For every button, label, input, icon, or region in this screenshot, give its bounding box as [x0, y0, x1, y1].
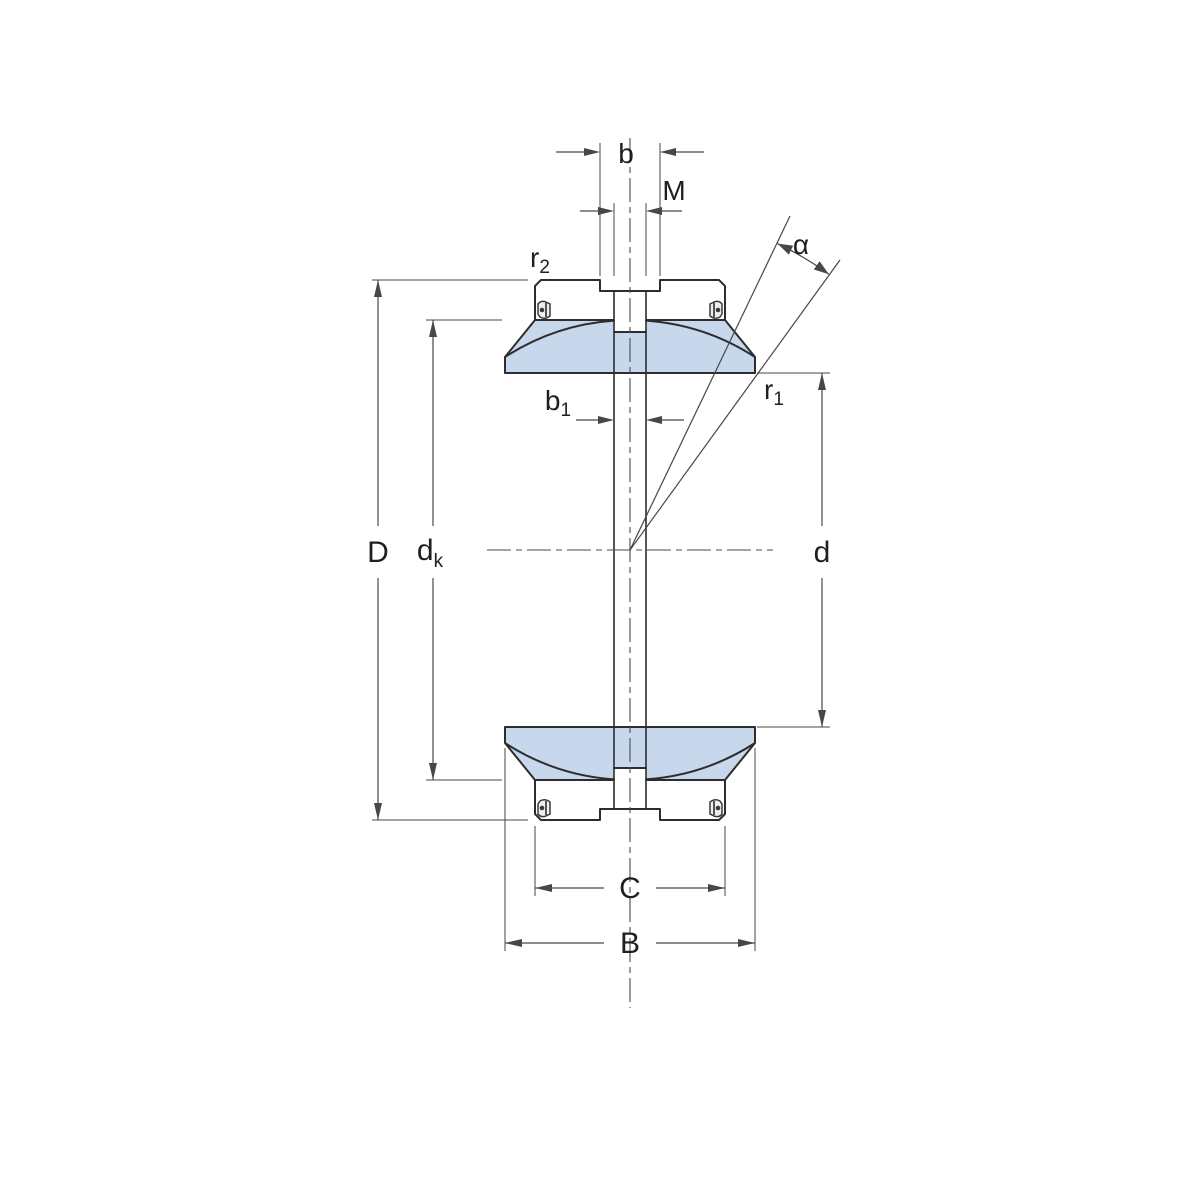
seal-bottom-right — [709, 798, 723, 818]
d-label: d — [814, 536, 831, 569]
dimension-d: d — [757, 372, 831, 728]
dimension-b1: b1 — [545, 385, 684, 424]
B-label: B — [620, 927, 640, 960]
alpha-arrow-1 — [777, 243, 794, 255]
alpha-line-2 — [629, 259, 841, 551]
seal-top-right — [709, 300, 723, 320]
r1-label: r1 — [764, 374, 784, 410]
outer-ring-cap-bottom — [534, 779, 726, 821]
dimension-B: B — [504, 748, 756, 960]
lube-groove-void-bottom — [614, 768, 646, 786]
bearing-cross-section — [504, 279, 756, 821]
dimension-alpha: α — [629, 215, 841, 551]
outer-ring-cap-top — [534, 279, 726, 321]
b1-label: b1 — [545, 385, 571, 421]
alpha-line-1 — [629, 215, 791, 551]
dimension-C: C — [534, 826, 726, 905]
D-label: D — [367, 536, 389, 569]
r2-label: r2 — [530, 242, 550, 278]
alpha-arrow-2 — [813, 261, 829, 275]
alpha-label: α — [793, 229, 809, 260]
seal-top-left — [537, 300, 551, 320]
seal-bottom-left — [537, 798, 551, 818]
dimension-b: b — [556, 138, 704, 276]
C-label: C — [619, 872, 641, 905]
b-label: b — [618, 138, 634, 169]
lube-groove-void-top — [614, 314, 646, 332]
M-label: M — [662, 175, 685, 206]
dk-label: dk — [417, 534, 444, 572]
dimension-M: M — [580, 175, 686, 276]
dimension-D: D — [367, 279, 528, 821]
dimension-dk: dk — [417, 319, 502, 781]
